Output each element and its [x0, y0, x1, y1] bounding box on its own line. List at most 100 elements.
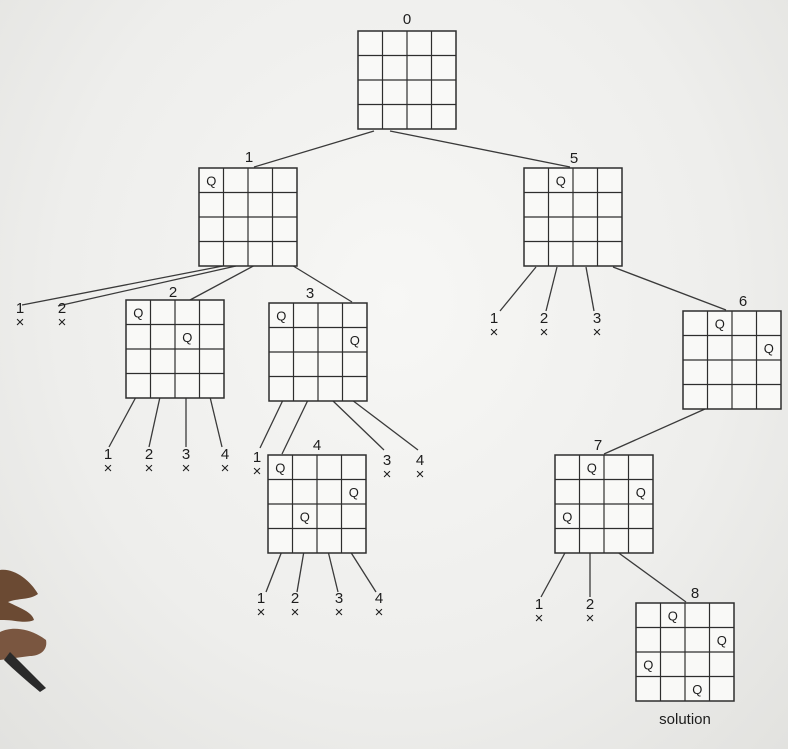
pruned-cross-mark: ×: [291, 604, 300, 621]
queen-marker: Q: [643, 657, 653, 672]
branch-line: [585, 266, 595, 312]
hand-silhouette: [0, 569, 47, 692]
branch-number: 2: [291, 590, 299, 607]
branch-line: [296, 550, 305, 593]
dead-end-branch: 1×: [16, 264, 229, 331]
queen-marker: Q: [349, 485, 359, 500]
pruned-cross-mark: ×: [16, 314, 25, 331]
dead-end-branch: 2×: [586, 551, 595, 627]
tree-edge: [289, 263, 353, 303]
dead-end-branches: 1×2×1×2×3×4×1×3×4×1×2×3×1×2×3×4×1×2×: [16, 264, 602, 627]
branch-line: [265, 550, 283, 593]
node-number-label: 2: [169, 284, 177, 301]
queen-marker: Q: [556, 173, 566, 188]
node-number-label: 8: [691, 585, 699, 602]
node-number-label: 6: [739, 293, 747, 310]
branch-number: 1: [104, 446, 112, 463]
dead-end-branch: 4×: [349, 550, 384, 621]
branch-line: [327, 550, 339, 593]
branch-line: [331, 399, 385, 451]
branch-number: 2: [145, 446, 153, 463]
dead-end-branch: 1×: [490, 266, 537, 341]
pruned-cross-mark: ×: [383, 466, 392, 483]
dead-end-branch: 2×: [291, 550, 305, 621]
branch-line: [259, 399, 284, 449]
tree-edge: [281, 399, 309, 455]
queen-marker: Q: [206, 173, 216, 188]
queen-marker: Q: [276, 308, 286, 323]
queen-marker: Q: [275, 460, 285, 475]
node-number-label: 4: [313, 437, 321, 454]
queen-marker: Q: [717, 633, 727, 648]
queen-marker: Q: [182, 330, 192, 345]
board-node-root: 0: [357, 11, 457, 130]
dead-end-branch: 2×: [540, 266, 558, 341]
dead-end-branch: 3×: [331, 399, 392, 483]
node-number-label: 0: [403, 11, 411, 28]
dead-end-branch: 4×: [209, 396, 230, 477]
dead-end-branch: 1×: [535, 550, 567, 627]
dead-end-branch: 2×: [58, 265, 237, 331]
branch-number: 2: [540, 310, 548, 327]
branch-line: [545, 266, 558, 312]
branch-number: 3: [593, 310, 601, 327]
pruned-cross-mark: ×: [593, 324, 602, 341]
board-node-one: Q1: [198, 149, 298, 267]
branch-number: 4: [221, 446, 229, 463]
branch-line: [540, 550, 567, 598]
branch-line: [108, 396, 137, 448]
pruned-cross-mark: ×: [58, 314, 67, 331]
branch-line: [351, 399, 419, 451]
dead-end-branch: 4×: [351, 399, 425, 483]
pruned-cross-mark: ×: [535, 610, 544, 627]
branch-line: [499, 266, 537, 312]
pruned-cross-mark: ×: [335, 604, 344, 621]
queen-marker: Q: [562, 509, 572, 524]
pruned-cross-mark: ×: [257, 604, 266, 621]
dead-end-branch: 3×: [327, 550, 344, 621]
board-node-five: Q5: [523, 150, 623, 267]
queen-marker: Q: [133, 305, 143, 320]
pruned-cross-mark: ×: [540, 324, 549, 341]
tree-edge: [612, 266, 727, 311]
branch-number: 1: [490, 310, 498, 327]
branch-number: 3: [383, 452, 391, 469]
pruned-cross-mark: ×: [586, 610, 595, 627]
node-number-label: 1: [245, 149, 253, 166]
branch-number: 2: [586, 596, 594, 613]
node-number-label: 7: [594, 437, 602, 454]
node-number-label: 3: [306, 285, 314, 302]
pruned-cross-mark: ×: [253, 463, 262, 480]
branch-number: 4: [416, 452, 424, 469]
queen-marker: Q: [692, 682, 702, 697]
tree-edge: [603, 408, 706, 455]
tree-edge: [615, 550, 687, 603]
tree-edge: [389, 130, 571, 168]
pruned-cross-mark: ×: [221, 460, 230, 477]
dead-end-branch: 1×: [253, 399, 284, 480]
queen-marker: Q: [300, 509, 310, 524]
queen-marker: Q: [587, 460, 597, 475]
pruned-cross-mark: ×: [182, 460, 191, 477]
branch-number: 1: [253, 449, 261, 466]
queen-marker: Q: [350, 333, 360, 348]
branch-number: 4: [375, 590, 383, 607]
pruned-cross-mark: ×: [416, 466, 425, 483]
pruned-cross-mark: ×: [145, 460, 154, 477]
branch-number: 3: [335, 590, 343, 607]
tree-edge: [189, 263, 258, 301]
branch-number: 2: [58, 300, 66, 317]
branch-line: [21, 264, 229, 306]
branch-line: [349, 550, 377, 593]
branch-line: [209, 396, 223, 448]
dead-end-branch: 3×: [585, 266, 602, 341]
node-number-label: 5: [570, 150, 578, 167]
dead-end-branch: 2×: [145, 396, 161, 477]
pruned-cross-mark: ×: [490, 324, 499, 341]
queen-marker: Q: [764, 341, 774, 356]
pruned-cross-mark: ×: [375, 604, 384, 621]
